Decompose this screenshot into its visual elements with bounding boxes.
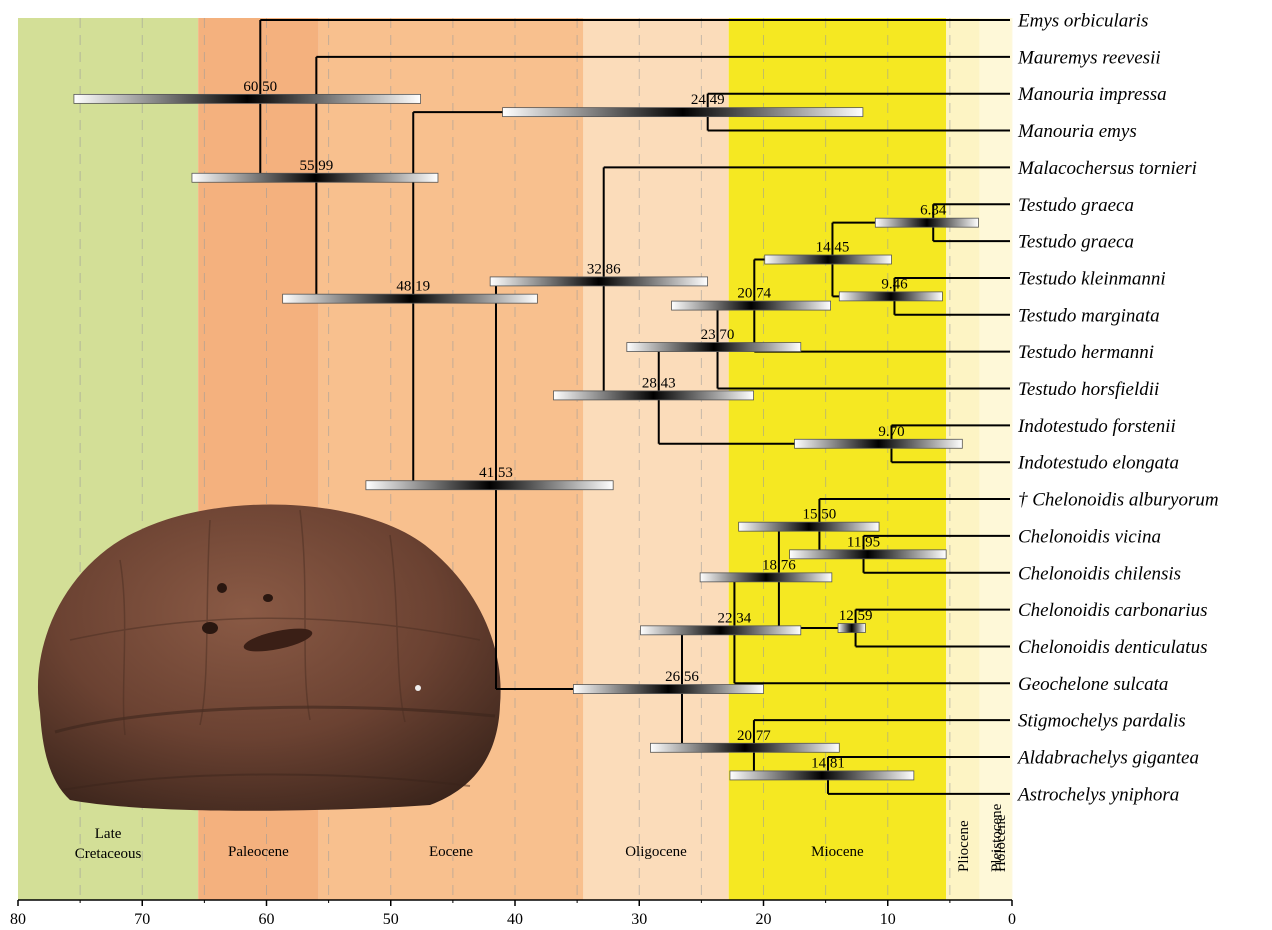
node-age-label: 12.59: [839, 608, 873, 624]
taxon-label: Chelonoidis denticulatus: [1018, 637, 1207, 658]
shell-dome: [38, 504, 501, 810]
axis-tick-label: 80: [10, 911, 26, 928]
axis-tick-label: 40: [507, 911, 523, 928]
hpd-bar: [650, 743, 839, 752]
node-age-label: 14.45: [816, 240, 850, 256]
node-age-label: 11.95: [847, 534, 880, 550]
epoch-label: Late: [95, 826, 122, 842]
taxon-label: Manouria impressa: [1017, 84, 1167, 105]
hpd-bar: [839, 292, 942, 301]
node-age-label: 6.34: [920, 203, 947, 219]
taxon-label: Malacochersus tornieri: [1017, 158, 1197, 179]
axis-tick-label: 50: [383, 911, 399, 928]
axis-tick-label: 20: [756, 911, 772, 928]
taxon-label: † Chelonoidis alburyorum: [1018, 490, 1219, 511]
node-age-label: 41.53: [479, 465, 513, 481]
taxon-labels: Emys orbicularisMauremys reevesiiManouri…: [1016, 11, 1219, 806]
taxon-label: Mauremys reevesii: [1017, 47, 1161, 68]
hpd-bar: [640, 626, 800, 635]
hpd-bar: [765, 255, 892, 264]
epoch-label: Holocene: [993, 814, 1009, 872]
taxon-label: Chelonoidis carbonarius: [1018, 600, 1207, 621]
taxon-label: Testudo marginata: [1018, 305, 1160, 326]
hpd-bar: [730, 771, 914, 780]
axis-tick-label: 10: [880, 911, 896, 928]
epoch-band: [946, 18, 980, 900]
hpd-bar: [795, 439, 963, 448]
taxon-label: Astrochelys yniphora: [1016, 784, 1179, 805]
hpd-bar: [739, 522, 879, 531]
node-age-label: 9.70: [878, 424, 904, 440]
node-age-label: 15.50: [803, 507, 837, 523]
hpd-bar: [366, 481, 613, 490]
node-age-label: 28.43: [642, 375, 676, 391]
node-age-label: 23.70: [701, 327, 735, 343]
shell-hole: [263, 594, 273, 602]
epoch-label: Paleocene: [228, 844, 289, 860]
hpd-bar: [700, 573, 832, 582]
taxon-label: Geochelone sulcata: [1018, 674, 1168, 695]
taxon-label: Manouria emys: [1017, 121, 1137, 142]
hpd-bar: [283, 294, 538, 303]
hpd-bar: [503, 108, 863, 117]
shell-hole: [202, 622, 218, 634]
shell-hole: [217, 583, 227, 593]
epoch-label: Oligocene: [625, 844, 687, 860]
epoch-label: Eocene: [429, 844, 473, 860]
taxon-label: Chelonoidis chilensis: [1018, 563, 1181, 584]
time-axis: 80 70 60 50 40 30 20 10 0: [10, 900, 1016, 928]
epoch-band: [1012, 18, 1013, 900]
taxon-label: Indotestudo forstenii: [1017, 416, 1176, 437]
fossil-shell-photo: [38, 504, 501, 810]
axis-tick-label: 30: [631, 911, 647, 928]
node-age-label: 14.81: [811, 755, 845, 771]
hpd-bar: [573, 685, 763, 694]
epoch-label: Cretaceous: [75, 846, 142, 862]
node-age-label: 26.56: [665, 669, 699, 685]
taxon-label: Aldabrachelys gigantea: [1016, 748, 1199, 769]
hpd-bar: [554, 391, 754, 400]
hpd-bar: [627, 343, 801, 352]
hpd-bar: [74, 94, 421, 103]
epoch-label: Pliocene: [956, 820, 972, 872]
node-age-label: 32.86: [587, 261, 621, 277]
taxon-label: Testudo hermanni: [1018, 342, 1154, 363]
taxon-label: Emys orbicularis: [1017, 11, 1148, 32]
node-age-label: 60.50: [243, 79, 277, 95]
taxon-label: Testudo kleinmanni: [1018, 268, 1166, 289]
taxon-label: Chelonoidis vicina: [1018, 526, 1161, 547]
node-age-label: 18.76: [762, 557, 796, 573]
hpd-bar: [790, 550, 947, 559]
taxon-label: Stigmochelys pardalis: [1018, 711, 1186, 732]
node-age-label: 24.49: [691, 92, 725, 108]
epoch-label: Miocene: [811, 844, 864, 860]
hpd-bar: [875, 218, 978, 227]
hpd-bar: [192, 173, 438, 182]
node-age-label: 20.77: [737, 728, 771, 744]
axis-tick-label: 60: [259, 911, 275, 928]
shell-mark: [415, 685, 421, 691]
axis-tick-label: 0: [1008, 911, 1016, 928]
node-age-label: 9.46: [881, 276, 908, 292]
hpd-bar: [672, 301, 831, 310]
axis-tick-label: 70: [134, 911, 150, 928]
node-age-label: 20.74: [737, 286, 771, 302]
taxon-label: Testudo horsfieldii: [1018, 379, 1159, 400]
taxon-label: Indotestudo elongata: [1017, 453, 1179, 474]
node-age-label: 55.99: [299, 158, 333, 174]
hpd-bar: [838, 624, 865, 633]
node-age-label: 22.34: [718, 610, 752, 626]
epoch-band: [583, 18, 728, 900]
taxon-label: Testudo graeca: [1018, 195, 1134, 216]
hpd-bar: [490, 277, 707, 286]
epoch-band: [980, 18, 1012, 900]
node-age-label: 48.19: [396, 279, 430, 295]
taxon-label: Testudo graeca: [1018, 232, 1134, 253]
